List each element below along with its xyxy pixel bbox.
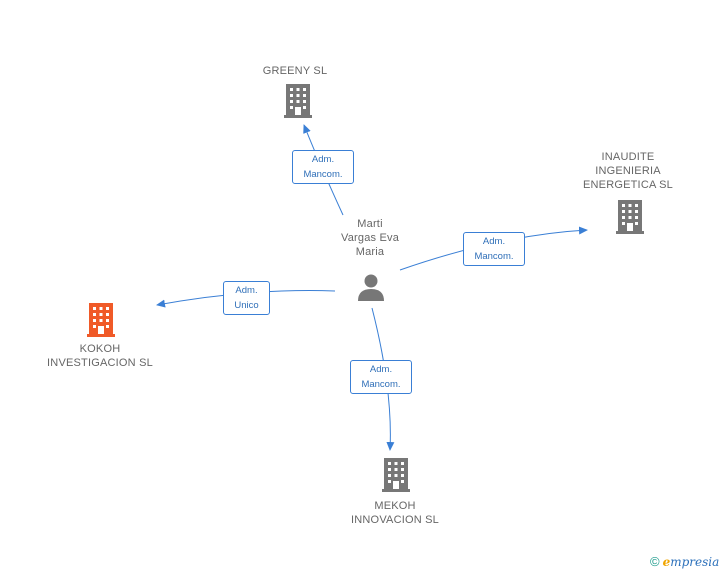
greeny-label: GREENY SL [262,65,328,77]
edge-label-greeny[interactable]: Adm. Mancom. [292,150,354,184]
inaudite-label: INAUDITE INGENIERIA ENERGETICA SL [582,151,673,191]
footer-credit: ©empresia [650,554,719,569]
building-icon[interactable] [616,200,644,234]
brand-logo[interactable]: empresia [662,555,720,569]
building-icon[interactable] [382,458,410,492]
person-icon[interactable] [356,272,386,302]
copyright-icon: © [650,554,660,569]
edge-label-kokoh[interactable]: Adm. Unico [223,281,270,315]
edge-label-mekoh[interactable]: Adm. Mancom. [350,360,412,394]
mekoh-label: MEKOH INNOVACION SL [351,500,439,526]
kokoh-label: KOKOH INVESTIGACION SL [47,343,153,369]
person-label: Marti Vargas Eva Maria [340,218,400,258]
building-icon[interactable] [284,84,312,118]
building-icon[interactable] [87,303,115,337]
edge-label-inaudite[interactable]: Adm. Mancom. [463,232,525,266]
